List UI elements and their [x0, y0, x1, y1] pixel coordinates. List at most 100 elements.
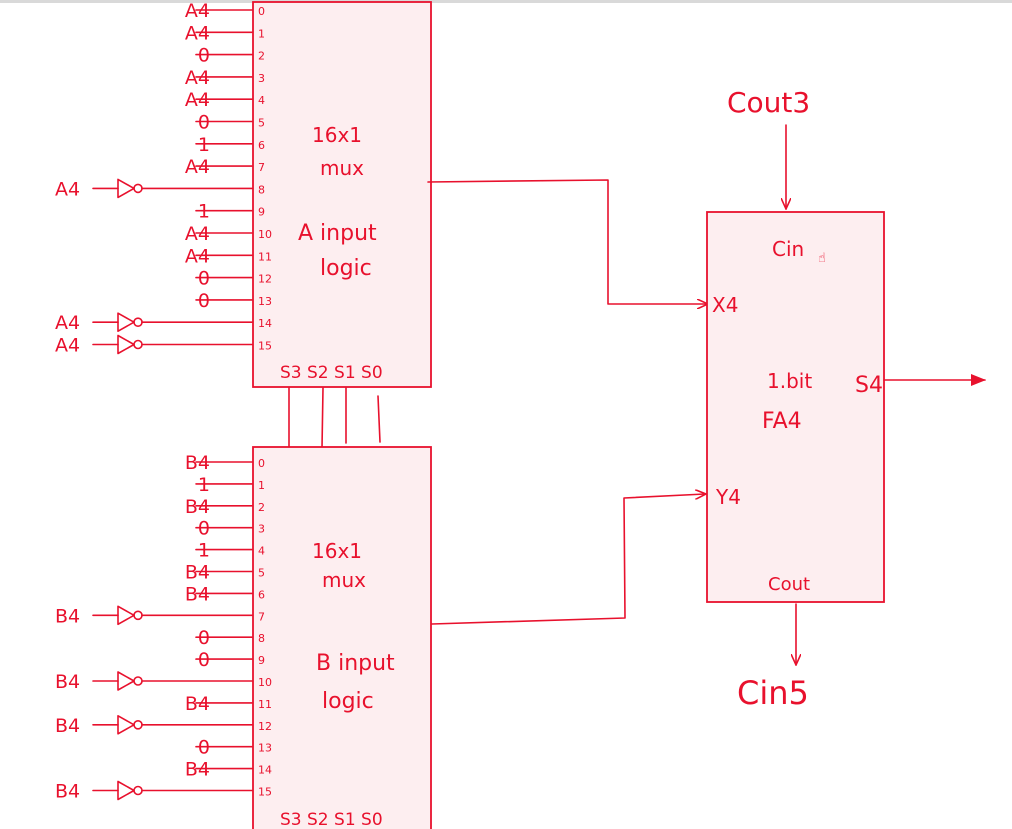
mux-b-input-label: B4	[55, 715, 80, 737]
fa-title-line1: 1.bit	[767, 369, 812, 393]
mux-b-pin-number: 15	[258, 786, 272, 799]
mux-b-pin-number: 5	[258, 567, 265, 580]
mux-a-input-label: A4	[185, 245, 210, 267]
mux-b-pin-number: 7	[258, 610, 265, 623]
mux-a-input-label: A4	[185, 67, 210, 89]
mux-a-input-label: 1	[198, 201, 210, 223]
mux-a-pin-number: 7	[258, 161, 265, 174]
mux-b-select-label: S3 S2 S1 S0	[280, 810, 383, 829]
mux-b-pin-number: 8	[258, 632, 265, 645]
inversion-bubble-icon	[133, 719, 143, 730]
mux-a-input-label: A4	[185, 89, 210, 111]
carry-in-source-label: Cout3	[727, 86, 810, 119]
not-gate-icon	[117, 671, 135, 691]
not-gate-icon	[117, 178, 135, 199]
mux-b-pin-number: 4	[258, 545, 265, 558]
mux-b-input-label: B4	[185, 562, 210, 584]
mux-a-input-label: 0	[198, 290, 210, 312]
not-gate-icon	[117, 715, 135, 735]
mux-b-pin-number: 14	[258, 764, 272, 777]
mux-b-input-label: B4	[185, 759, 210, 781]
mux-b-input-label: 0	[198, 737, 210, 759]
fa-y-label: Y4	[715, 485, 741, 509]
mux-b-pin-number: 12	[258, 720, 272, 733]
mux-a-pin-number: 2	[258, 50, 265, 63]
window-top-border	[0, 0, 1012, 3]
fa-sum-label: S4	[855, 373, 883, 398]
not-gate-icon	[117, 780, 135, 801]
fa-cout-label: Cout	[768, 574, 810, 595]
mux-b-input-label: B4	[185, 583, 210, 605]
mux-b-pin-number: 10	[258, 676, 272, 689]
mux-a-input-label: A4	[185, 223, 210, 245]
mux-b-input-label: 0	[198, 518, 210, 540]
mux-a-pin-number: 6	[258, 139, 265, 152]
fa-x-label: X4	[712, 293, 738, 317]
mux-b-pin-number: 9	[258, 654, 265, 667]
not-gate-icon	[117, 605, 135, 626]
inversion-bubble-icon	[133, 339, 143, 350]
mux-a-pin-number: 3	[258, 72, 265, 85]
mux-b-pin-number: 11	[258, 698, 272, 711]
inversion-bubble-icon	[133, 676, 143, 686]
mux-a-pin-number: 11	[258, 250, 272, 263]
mux-a-pin-number: 13	[258, 295, 272, 308]
mux-a-input-label: 1	[198, 134, 210, 156]
fa-cin-label: Cin	[772, 237, 804, 261]
mux-a-input-label: A4	[55, 178, 80, 200]
mux-a-input-label: A4	[55, 335, 80, 357]
mux-a-box	[252, 1, 432, 388]
mux-a-title-line2: mux	[320, 156, 364, 180]
mux-a-pin-number: 9	[258, 206, 265, 219]
mux-b-input-label: B4	[55, 671, 80, 693]
mux-a-input-label: A4	[185, 156, 210, 178]
mux-b-input-label: B4	[185, 452, 210, 474]
mux-a-desc-line1: A input	[298, 221, 377, 246]
mux-b-desc-line1: B input	[316, 651, 395, 676]
mux-b-pin-number: 0	[258, 457, 265, 470]
select-lines	[288, 387, 381, 449]
mux-a-pin-number: 8	[258, 183, 265, 196]
mux-b-input-label: 0	[198, 649, 210, 671]
mux-b-input-label: 1	[198, 474, 210, 496]
mux-b-input-label: B4	[55, 781, 80, 803]
mux-b-desc-line2: logic	[322, 689, 374, 714]
mux-a-pin-number: 1	[258, 27, 265, 40]
mux-a-input-label: 0	[198, 268, 210, 290]
mux-b-pin-number: 13	[258, 742, 272, 755]
mux-a-pin-number: 15	[258, 340, 272, 353]
mux-a-input-label: 0	[198, 112, 210, 134]
mux-a-pin-number: 5	[258, 117, 265, 130]
fa-title-line2: FA4	[762, 409, 802, 434]
mux-b-box	[252, 446, 432, 829]
mux-a-pin-number: 4	[258, 94, 265, 107]
mux-a-input-label: 0	[198, 45, 210, 67]
mux-b-pin-number: 3	[258, 523, 265, 536]
mux-b-pin-number: 2	[258, 501, 265, 514]
carry-out-target-label: Cin5	[737, 674, 809, 712]
mux-a-pin-number: 12	[258, 273, 272, 286]
mux-a-input-label: A4	[185, 22, 210, 44]
not-gate-icon	[117, 334, 135, 355]
mux-b-input-label: 1	[198, 540, 210, 562]
inversion-bubble-icon	[133, 317, 143, 328]
inversion-bubble-icon	[133, 183, 143, 194]
mux-b-title-line1: 16x1	[312, 539, 362, 563]
mux-a-pin-number: 10	[258, 228, 272, 241]
mux-b-title-line2: mux	[322, 568, 366, 592]
mux-a-pin-number: 0	[258, 5, 265, 18]
hand-cursor-icon: ☝	[818, 251, 826, 266]
inversion-bubble-icon	[133, 785, 143, 796]
mux-a-desc-line2: logic	[320, 256, 372, 281]
mux-b-input-label: B4	[55, 605, 80, 627]
mux-b-output-wire	[431, 494, 705, 625]
mux-a-select-label: S3 S2 S1 S0	[280, 363, 383, 383]
mux-b-pin-number: 6	[258, 588, 265, 601]
full-adder-box	[706, 211, 885, 603]
mux-b-input-label: B4	[185, 496, 210, 518]
not-gate-icon	[117, 312, 135, 332]
